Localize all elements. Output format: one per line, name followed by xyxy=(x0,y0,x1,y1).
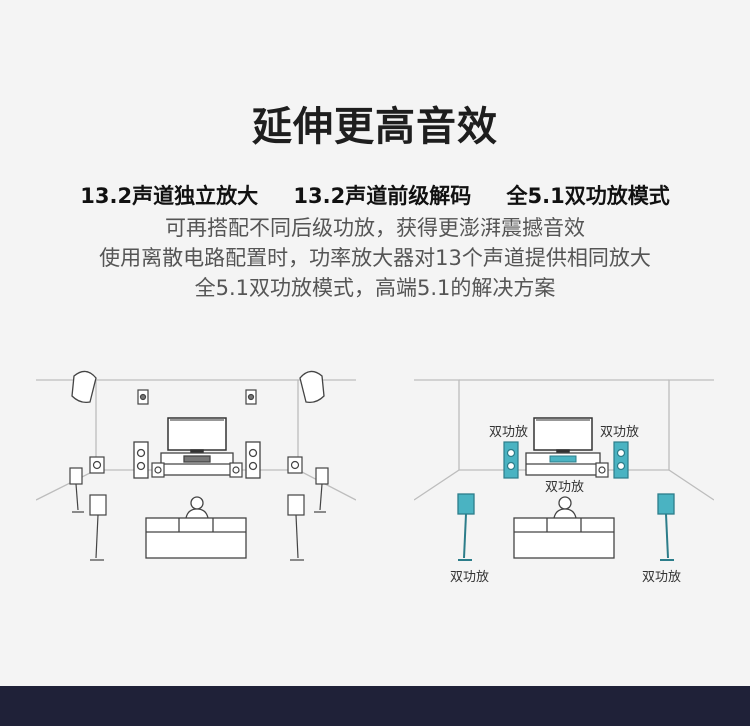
label-front-left: 双功放 xyxy=(489,425,528,440)
feature-bi-amp: 全5.1双功放模式 xyxy=(506,184,670,208)
rear-speaker-right xyxy=(315,467,329,485)
ceiling-speaker-right xyxy=(299,370,325,404)
center-speaker xyxy=(549,455,577,463)
feature-13-2-decode: 13.2声道前级解码 xyxy=(293,184,472,208)
surround-speaker-right xyxy=(287,494,305,516)
label-surround-right: 双功放 xyxy=(642,570,681,585)
tv xyxy=(533,417,593,454)
feature-list: 13.2声道独立放大 13.2声道前级解码 全5.1双功放模式 xyxy=(0,180,750,210)
description: 可再搭配不同后级功放，获得更澎湃震撼音效 使用离散电路配置时，功率放大器对13个… xyxy=(0,213,750,303)
feature-13-2-amp: 13.2声道独立放大 xyxy=(80,184,259,208)
room-diagram-13-2 xyxy=(36,370,356,561)
label-front-right: 双功放 xyxy=(600,425,639,440)
surround-speaker-left xyxy=(89,494,107,516)
tv-cabinet xyxy=(160,452,234,476)
front-tower-right xyxy=(613,441,629,479)
ceiling-speaker-left xyxy=(71,370,97,404)
front-tower-left xyxy=(503,441,519,479)
subwoofer xyxy=(595,462,609,478)
surround-speaker-left xyxy=(457,493,475,515)
sofa-with-listener xyxy=(513,496,615,559)
room-diagram-5-1-biamp: 双功放 双功放 双功放 双功放 双功放 xyxy=(414,379,714,585)
front-tower-left xyxy=(133,441,149,479)
label-center: 双功放 xyxy=(545,480,584,495)
rear-speaker-left xyxy=(69,467,83,485)
description-line-3: 全5.1双功放模式，高端5.1的解决方案 xyxy=(194,276,556,300)
sofa-with-listener xyxy=(145,496,247,559)
page-title: 延伸更高音效 xyxy=(252,104,498,150)
front-tower-right xyxy=(245,441,261,479)
tv xyxy=(167,417,227,454)
label-surround-left: 双功放 xyxy=(450,570,489,585)
description-line-2: 使用离散电路配置时，功率放大器对13个声道提供相同放大 xyxy=(99,246,651,270)
surround-speaker-right xyxy=(657,493,675,515)
bottom-bar xyxy=(0,686,750,726)
description-line-1: 可再搭配不同后级功放，获得更澎湃震撼音效 xyxy=(165,216,585,240)
